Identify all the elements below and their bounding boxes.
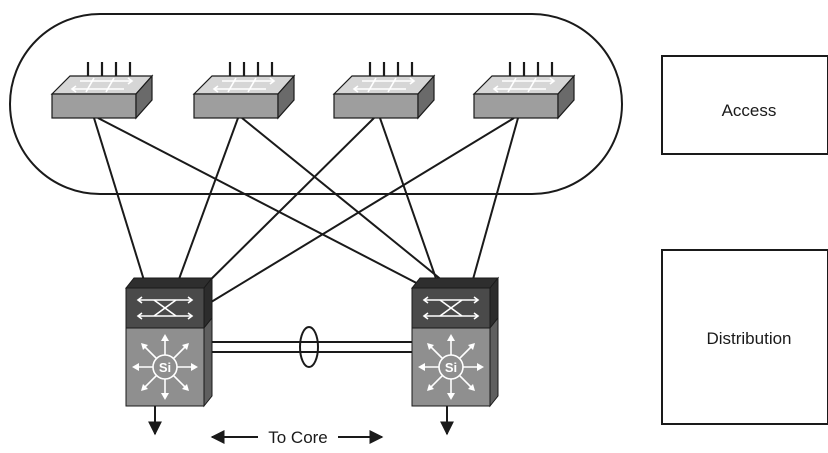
access-switch-2 xyxy=(192,60,296,120)
uplink-lines xyxy=(93,117,519,311)
distribution-switch-left xyxy=(125,277,213,407)
etherchannel-ellipse xyxy=(299,326,319,368)
distribution-switch-right xyxy=(411,277,499,407)
to-core-label: To Core xyxy=(268,428,328,447)
access-switch-1 xyxy=(50,60,154,120)
distribution-switch-right-badge: Si xyxy=(445,360,457,375)
distribution-link xyxy=(206,326,412,368)
access-group-boundary xyxy=(9,13,623,195)
access-layer-box: Access xyxy=(661,55,828,155)
distribution-switch-left-badge: Si xyxy=(159,360,171,375)
distribution-layer-box: Distribution xyxy=(661,249,828,425)
access-switch-3 xyxy=(332,60,436,120)
distribution-layer-label: Distribution xyxy=(706,329,791,348)
access-layer-label: Access xyxy=(722,101,777,120)
access-switch-4 xyxy=(472,60,576,120)
